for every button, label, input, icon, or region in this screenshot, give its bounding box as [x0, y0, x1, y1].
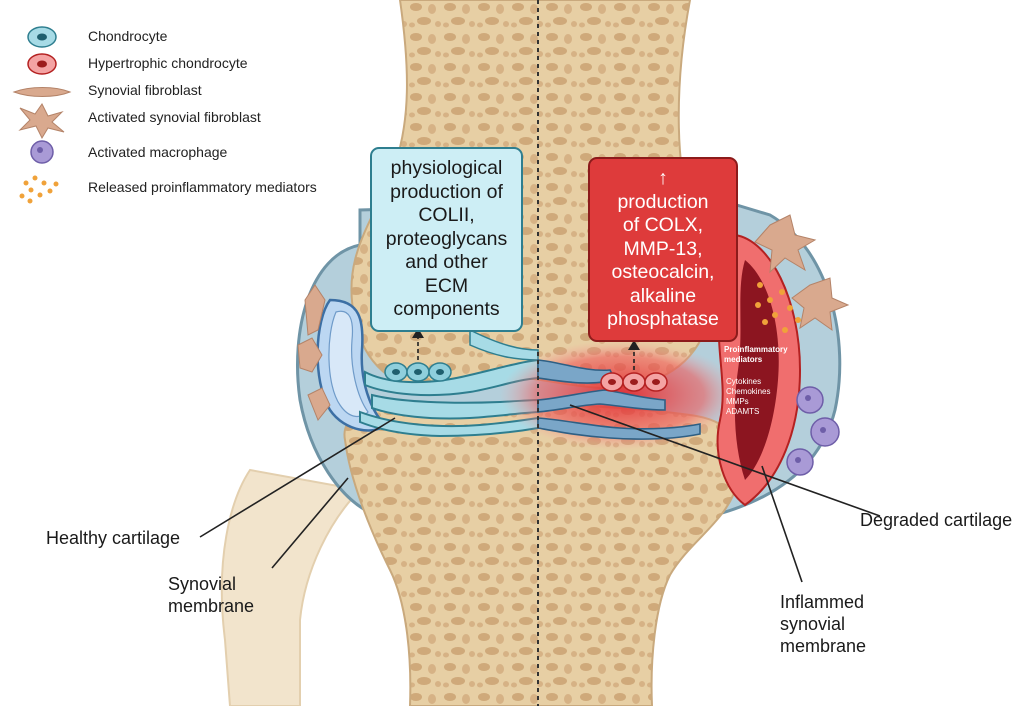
callout-line: synovial [780, 613, 866, 635]
oa-production-box: ↑ production of COLX, MMP-13, osteocalci… [588, 157, 738, 342]
box-line: proteoglycans [372, 228, 521, 252]
healthy-chondrocytes [385, 363, 451, 381]
callout-synovial-membrane: Synovial membrane [168, 573, 254, 617]
proinflammatory-mediators-icon [20, 176, 59, 204]
mediator-item: MMPs [726, 397, 749, 407]
callout-inflammed-membrane: Inflammed synovial membrane [780, 591, 866, 657]
mediator-item: Cytokines [726, 377, 761, 387]
mediator-item: ADAMTS [726, 407, 759, 417]
chondrocyte-icon [28, 27, 56, 47]
box-line: osteocalcin, [590, 261, 736, 285]
legend-label: Hypertrophic chondrocyte [88, 55, 248, 71]
box-line: of COLX, [590, 214, 736, 238]
hypertrophic-chondrocytes [601, 373, 667, 391]
legend-label: Released proinflammatory mediators [88, 179, 317, 195]
synovial-fibroblast-icon [14, 88, 70, 97]
box-line: components [372, 298, 521, 322]
box-line: COLII, [372, 204, 521, 228]
box-line: MMP-13, [590, 238, 736, 262]
box-line: physiological [372, 157, 521, 181]
mediators-title-line: mediators [724, 355, 762, 365]
box-line: production [590, 191, 736, 215]
legend-label: Activated synovial fibroblast [88, 109, 261, 125]
legend-label: Activated macrophage [88, 144, 227, 160]
callout-line: Inflammed [780, 591, 866, 613]
activated-synovial-fibroblast-icon [20, 104, 64, 138]
callout-line: membrane [168, 595, 254, 617]
mediator-item: Chemokines [726, 387, 770, 397]
hypertrophic-chondrocyte-icon [28, 54, 56, 74]
up-arrow-icon: ↑ [590, 167, 736, 191]
box-line: phosphatase [590, 308, 736, 332]
callout-line: Synovial [168, 573, 254, 595]
box-line: alkaline [590, 285, 736, 309]
callout-degraded-cartilage: Degraded cartilage [860, 509, 1012, 531]
legend-label: Synovial fibroblast [88, 82, 202, 98]
legend-label: Chondrocyte [88, 28, 167, 44]
activated-macrophage-icon [31, 141, 53, 163]
callout-line: membrane [780, 635, 866, 657]
box-line: and other [372, 251, 521, 275]
tibia-bone [344, 402, 739, 706]
healthy-production-box: physiological production of COLII, prote… [370, 147, 523, 332]
box-line: production of [372, 181, 521, 205]
callout-healthy-cartilage: Healthy cartilage [46, 527, 180, 549]
box-line: ECM [372, 275, 521, 299]
mediators-title-line: Proinflammatory [724, 345, 788, 355]
